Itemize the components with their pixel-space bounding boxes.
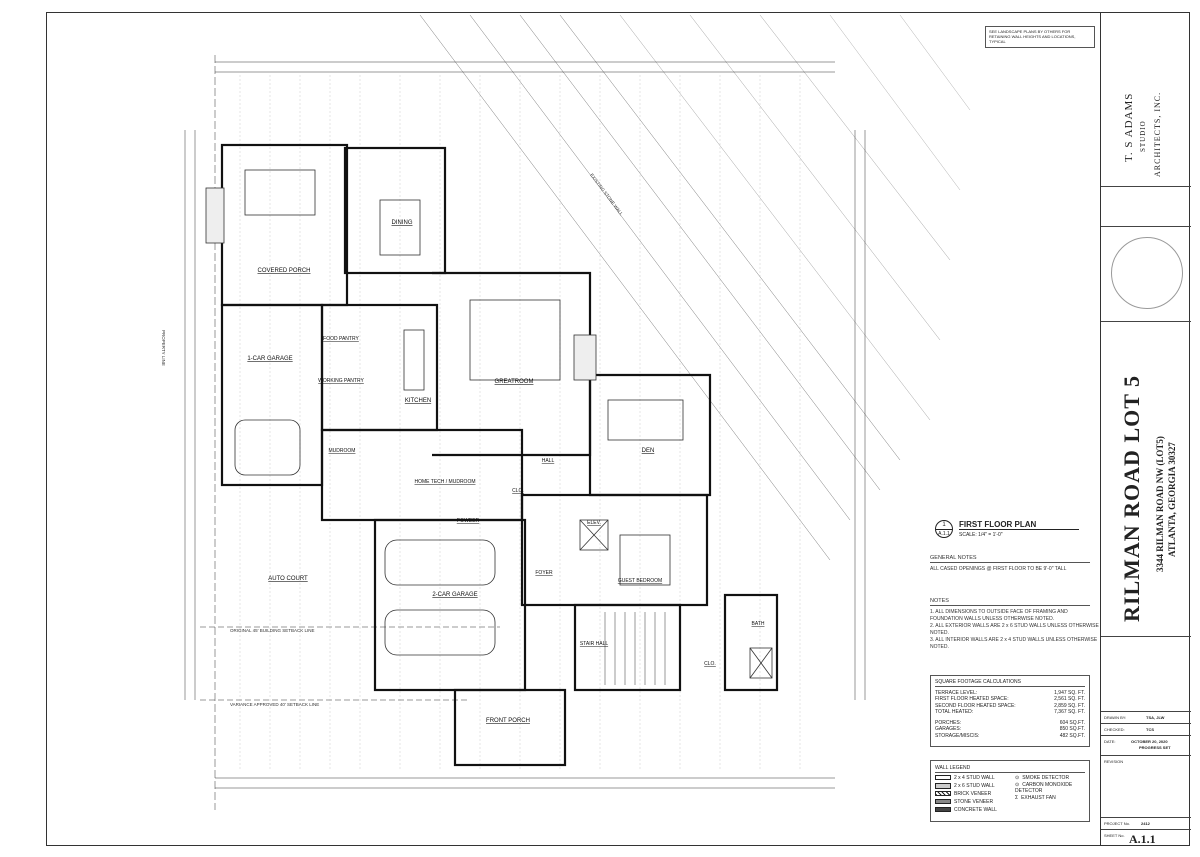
room-home-tech: HOME TECH / MUDROOM: [414, 479, 475, 485]
landscape-note: SEE LANDSCAPE PLANS BY OTHERS FOR RETAIN…: [989, 29, 1076, 44]
firm-name: T. S ADAMS: [1123, 92, 1135, 162]
legend-item: 2 x 6 STUD WALL: [935, 782, 1013, 790]
firm-block: T. S ADAMS STUDIO ARCHITECTS, INC.: [1101, 12, 1191, 187]
stud-wall-icon: [935, 782, 951, 789]
project-title: RILMAN ROAD LOT 5: [1119, 374, 1144, 622]
project-no-row: PROJECT No. 2412: [1101, 818, 1191, 830]
room-bath: BATH: [752, 621, 765, 627]
setback-variance-label: VARIANCE APPROVED 40' SETBACK LINE: [230, 702, 319, 707]
drawn-by-row: DRAWN BY: TSA, JLW: [1101, 712, 1191, 724]
license-block: [1101, 187, 1191, 227]
room-front-porch: FRONT PORCH: [486, 718, 530, 724]
revision-row: REVISION: [1101, 756, 1191, 818]
concrete-wall-icon: [935, 807, 951, 813]
room-elevator: ELEV.: [587, 520, 601, 526]
room-greatroom: GREATROOM: [495, 379, 534, 385]
legend-item: ⊙SMOKE DETECTOR: [1015, 775, 1070, 781]
sqft-row: STORAGE/MISCIS:482 SQ.FT.: [935, 732, 1085, 739]
legend-item: CONCRETE WALL: [935, 806, 1013, 814]
co-detector-icon: ⊙: [1015, 782, 1020, 788]
sheet-number: A.1.1: [1129, 832, 1156, 846]
sqft-row: TERRACE LEVEL:1,947 SQ. FT.: [935, 689, 1085, 696]
stud-wall-icon: [935, 775, 951, 781]
room-food-pantry: FOOD PANTRY: [323, 336, 359, 342]
stone-veneer-icon: [935, 799, 951, 805]
firm-studio: STUDIO: [1139, 120, 1147, 152]
room-hall: HALL: [542, 458, 555, 464]
exhaust-fan-icon: Σ: [1015, 795, 1019, 801]
general-note-text: ALL CASED OPENINGS @ FIRST FLOOR TO BE 9…: [930, 566, 1067, 572]
note-item: 2. ALL EXTERIOR WALLS ARE 2 x 6 STUD WAL…: [930, 623, 1099, 636]
disclaimer-block: [1101, 637, 1191, 712]
brick-veneer-icon: [935, 791, 951, 797]
firm-architects: ARCHITECTS, INC.: [1153, 91, 1162, 177]
room-powder: POWDER: [457, 518, 480, 524]
smoke-detector-icon: ⊙: [1015, 775, 1020, 781]
drawing-sheet-border: [46, 12, 1190, 846]
legend-item: 2 x 4 STUD WALL: [935, 774, 1013, 782]
detail-bubble: 1 A.1.1: [935, 520, 953, 538]
drawing-title-block: 1 A.1.1 FIRST FLOOR PLAN SCALE: 1/4" = 1…: [935, 518, 1095, 548]
sqft-row: FIRST FLOOR HEATED SPACE:2,561 SQ. FT.: [935, 696, 1085, 702]
drawing-scale: SCALE: 1/4" = 1'-0": [959, 532, 1003, 538]
wall-legend: WALL LEGEND 2 x 4 STUD WALL 2 x 6 STUD W…: [930, 760, 1090, 822]
square-footage-box: SQUARE FOOTAGE CALCULATIONS TERRACE LEVE…: [930, 675, 1090, 747]
note-item: 3. ALL INTERIOR WALLS ARE 2 x 4 STUD WAL…: [930, 637, 1098, 650]
project-address-1: 3344 RILMAN ROAD NW (LOT5): [1155, 436, 1165, 572]
setback-original-label: ORIGINAL 45' BUILDING SETBACK LINE: [230, 628, 314, 633]
checked-row: CHECKED: TCS: [1101, 724, 1191, 736]
landscape-note-box: SEE LANDSCAPE PLANS BY OTHERS FOR RETAIN…: [985, 26, 1095, 48]
sheet-no-row: SHEET No. A.1.1: [1104, 832, 1156, 846]
notes: NOTES 1. ALL DIMENSIONS TO OUTSIDE FACE …: [930, 598, 1099, 650]
room-guest-bedroom: GUEST BEDROOM: [618, 578, 662, 584]
room-closet: CLO.: [512, 488, 524, 494]
room-stair-hall: STAIR HALL: [580, 641, 608, 647]
room-kitchen: KITCHEN: [405, 398, 431, 404]
sqft-row: TOTAL HEATED:7,367 SQ. FT.: [935, 709, 1085, 715]
legend-item: ⊙CARBON MONOXIDE DETECTOR: [1015, 782, 1073, 794]
sqft-row: PORCHES:604 SQ.FT.: [935, 719, 1085, 726]
existing-stone-wall-label: EXISTING STONE WALL: [589, 173, 624, 217]
general-notes: GENERAL NOTES ALL CASED OPENINGS @ FIRST…: [930, 555, 1090, 573]
date-row: DATE: OCTOBER 20, 2020 PROGRESS SET: [1101, 736, 1191, 756]
room-mudroom: MUDROOM: [329, 448, 356, 454]
drawing-title: FIRST FLOOR PLAN: [959, 520, 1079, 530]
sqft-row: SECOND FLOOR HEATED SPACE:2,859 SQ. FT.: [935, 702, 1085, 709]
legend-item: BRICK VENEER: [935, 790, 1013, 798]
project-address-2: ATLANTA, GEORGIA 30327: [1167, 442, 1177, 557]
seal-circle: [1111, 237, 1183, 309]
room-auto-court: AUTO COURT: [268, 576, 308, 582]
property-line-label: PROPERTY LINE: [161, 330, 166, 366]
seal-block: [1101, 227, 1191, 322]
room-dining: DINING: [392, 220, 413, 226]
room-garage-1: 1-CAR GARAGE: [247, 356, 292, 362]
room-working-pantry: WORKING PANTRY: [318, 378, 364, 384]
project-block: RILMAN ROAD LOT 5 3344 RILMAN ROAD NW (L…: [1101, 322, 1191, 637]
title-block: T. S ADAMS STUDIO ARCHITECTS, INC. RILMA…: [1100, 12, 1191, 846]
sqft-row: GARAGES:850 SQ.FT.: [935, 726, 1085, 732]
room-covered-porch: COVERED PORCH: [257, 268, 310, 274]
room-garage-2: 2-CAR GARAGE: [432, 592, 477, 598]
floor-plan-drawing: COVERED PORCH DINING GREATROOM KITCHEN 1…: [161, 14, 971, 810]
legend-item: STONE VENEER: [935, 798, 1013, 806]
room-foyer: FOYER: [535, 570, 553, 576]
room-closet-2: CLO.: [704, 661, 716, 667]
note-item: 1. ALL DIMENSIONS TO OUTSIDE FACE OF FRA…: [930, 609, 1068, 622]
room-den: DEN: [642, 448, 655, 454]
